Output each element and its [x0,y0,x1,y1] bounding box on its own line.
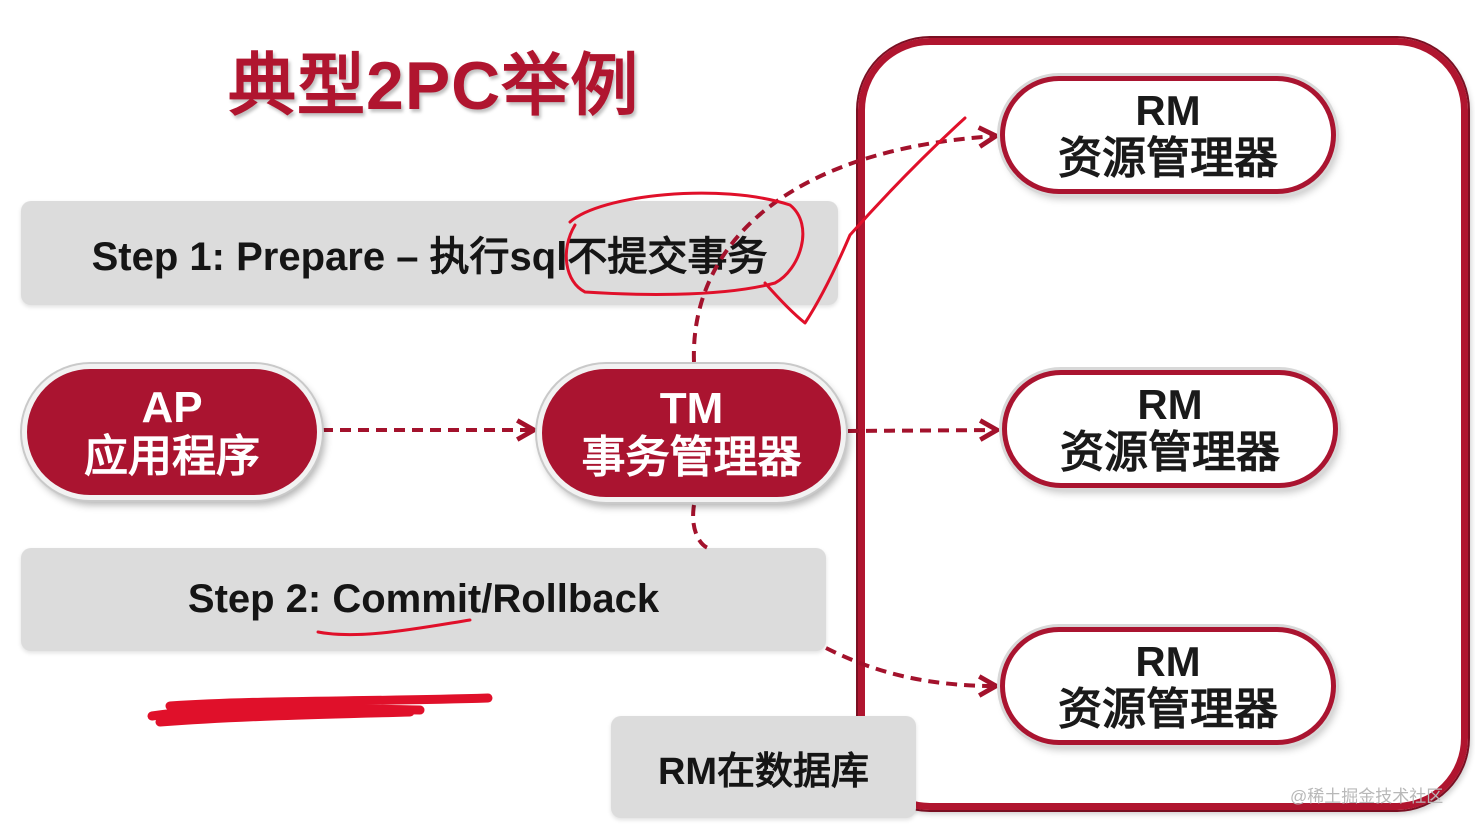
rm-note-box: RM在数据库 [611,716,916,818]
rm-title: RM [1137,380,1203,428]
annotation-underline [316,618,472,637]
rm-subtitle: 资源管理器 [1058,133,1278,183]
arrow-tm-to-rm3 [691,504,709,550]
ap-title: AP [141,382,203,432]
ap-node: AP 应用程序 [22,364,322,500]
rm-node-1: RM 资源管理器 [1000,76,1336,194]
arrow-tm-to-rm2 [847,418,1002,442]
tm-node: TM 事务管理器 [537,364,846,502]
rm-node-3: RM 资源管理器 [1000,627,1336,745]
step2-label: Step 2: Commit/Rollback [187,577,660,621]
rm-title: RM [1135,637,1201,685]
arrow-tm-to-rm1 [691,125,1001,363]
rm-note-label: RM在数据库 [657,750,870,793]
rm-title: RM [1135,86,1201,134]
arrow-step2-to-rm3 [825,646,1001,698]
rm-subtitle: 资源管理器 [1060,427,1280,477]
annotation-scribble [147,693,493,727]
ap-subtitle: 应用程序 [84,432,260,481]
watermark: @稀土掘金技术社区 [1290,787,1444,806]
tm-subtitle: 事务管理器 [581,433,802,482]
page-title: 典型2PC举例 [228,48,640,124]
tm-title: TM [659,383,724,433]
rm-node-2: RM 资源管理器 [1002,370,1338,488]
step1-box: Step 1: Prepare – 执行sql不提交事务 [21,201,838,305]
rm-subtitle: 资源管理器 [1058,684,1278,734]
annotation-circle [564,191,805,296]
step1-label: Step 1: Prepare – 执行sql不提交事务 [91,235,768,279]
annotation-stroke [763,116,967,325]
rm-group-container [858,38,1468,810]
step2-box: Step 2: Commit/Rollback [21,548,826,651]
